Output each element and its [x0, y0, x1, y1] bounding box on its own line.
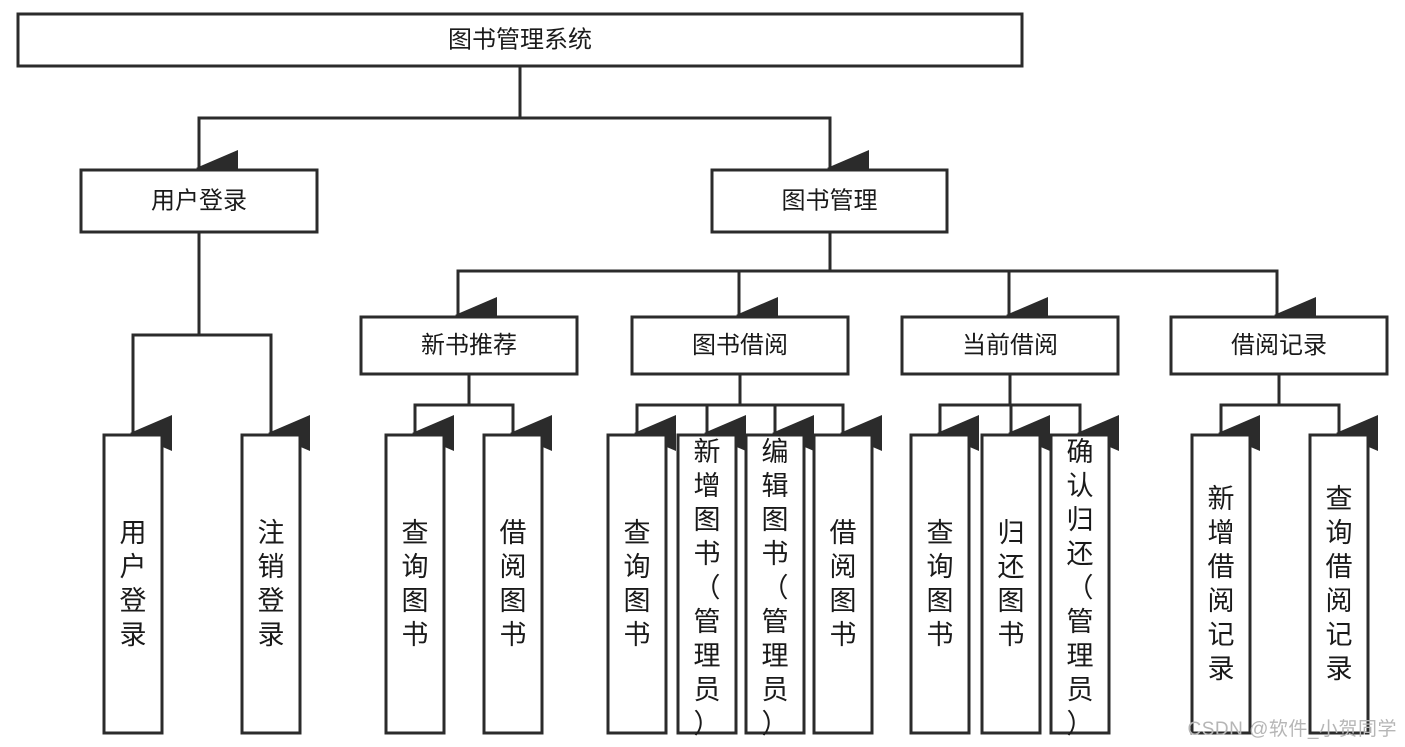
leaf-box-leaf-return-book	[980, 433, 1042, 735]
leaf-label-leaf-confirm-return-admin: 确认归还（管理员）	[1067, 437, 1094, 739]
leaf-leaf-logout[interactable]: 注销登录	[240, 433, 302, 735]
leaf-label-leaf-query-borrow-record: 查询借阅记录	[1326, 484, 1353, 684]
leaf-box-leaf-query-book-2	[606, 433, 668, 735]
leaf-leaf-user-login[interactable]: 用户登录	[102, 433, 164, 735]
leaf-box-leaf-query-borrow-record	[1308, 433, 1370, 735]
leaf-label-leaf-add-borrow-record: 新增借阅记录	[1208, 484, 1235, 684]
node-box-book-borrow	[630, 315, 850, 376]
leaf-label-leaf-query-book-3: 查询图书	[927, 518, 954, 650]
leaf-label-leaf-logout: 注销登录	[258, 518, 285, 650]
connector-layer	[130, 64, 1378, 451]
leaf-leaf-query-book-2[interactable]: 查询图书	[606, 433, 668, 735]
leaf-box-leaf-borrow-book-2	[812, 433, 874, 735]
node-label-current-borrow: 当前借阅	[962, 332, 1058, 359]
leaf-box-leaf-edit-book-admin	[744, 433, 806, 735]
node-new-book-recommend[interactable]: 新书推荐	[359, 315, 579, 376]
leaf-leaf-return-book[interactable]: 归还图书	[980, 433, 1042, 735]
node-user-login[interactable]: 用户登录	[79, 168, 319, 234]
leaf-leaf-borrow-book-1[interactable]: 借阅图书	[482, 433, 544, 735]
leaf-leaf-confirm-return-admin[interactable]: 确认归还（管理员）	[1049, 433, 1111, 739]
node-label-book-borrow: 图书借阅	[692, 332, 788, 359]
leaf-box-leaf-user-login	[102, 433, 164, 735]
watermark-csdn: CSDN @软件_小贺同学	[1187, 719, 1397, 740]
leaf-label-leaf-user-login: 用户登录	[120, 518, 147, 650]
node-label-new-book-recommend: 新书推荐	[421, 332, 517, 359]
leaf-box-leaf-add-book-admin	[676, 433, 738, 735]
node-book-borrow[interactable]: 图书借阅	[630, 315, 850, 376]
leaf-leaf-add-book-admin[interactable]: 新增图书（管理员）	[676, 433, 738, 739]
node-label-root: 图书管理系统	[448, 26, 592, 53]
leaf-leaf-edit-book-admin[interactable]: 编辑图书（管理员）	[744, 433, 806, 739]
node-current-borrow[interactable]: 当前借阅	[900, 315, 1120, 376]
node-label-borrow-record: 借阅记录	[1231, 332, 1327, 359]
leaf-label-leaf-edit-book-admin: 编辑图书（管理员）	[762, 437, 789, 739]
leaf-box-leaf-query-book-3	[909, 433, 971, 735]
node-box-borrow-record	[1169, 315, 1389, 376]
leaf-box-leaf-confirm-return-admin	[1049, 433, 1111, 735]
leaf-label-leaf-borrow-book-1: 借阅图书	[500, 518, 527, 650]
leaf-box-leaf-logout	[240, 433, 302, 735]
node-root[interactable]: 图书管理系统	[16, 12, 1024, 68]
leaf-label-leaf-add-book-admin: 新增图书（管理员）	[694, 437, 721, 739]
leaf-label-leaf-query-book-2: 查询图书	[624, 518, 651, 650]
leaf-label-leaf-return-book: 归还图书	[998, 518, 1025, 650]
node-box-user-login	[79, 168, 319, 234]
leaf-box-leaf-query-book-1	[384, 433, 446, 735]
node-box-book-manage	[710, 168, 949, 234]
leaf-leaf-add-borrow-record[interactable]: 新增借阅记录	[1190, 433, 1252, 735]
box-layer: 图书管理系统用户登录图书管理新书推荐图书借阅当前借阅借阅记录用户登录注销登录查询…	[16, 12, 1389, 739]
leaf-leaf-borrow-book-2[interactable]: 借阅图书	[812, 433, 874, 735]
leaf-label-leaf-query-book-1: 查询图书	[402, 518, 429, 650]
leaf-label-leaf-borrow-book-2: 借阅图书	[830, 518, 857, 650]
node-label-user-login: 用户登录	[151, 187, 247, 214]
leaf-leaf-query-book-1[interactable]: 查询图书	[384, 433, 446, 735]
leaf-box-leaf-add-borrow-record	[1190, 433, 1252, 735]
leaf-box-leaf-borrow-book-1	[482, 433, 544, 735]
leaf-leaf-query-book-3[interactable]: 查询图书	[909, 433, 971, 735]
node-label-book-manage: 图书管理	[782, 187, 878, 214]
node-box-current-borrow	[900, 315, 1120, 376]
node-borrow-record[interactable]: 借阅记录	[1169, 315, 1389, 376]
node-book-manage[interactable]: 图书管理	[710, 168, 949, 234]
node-box-root	[16, 12, 1024, 68]
node-box-new-book-recommend	[359, 315, 579, 376]
leaf-leaf-query-borrow-record[interactable]: 查询借阅记录	[1308, 433, 1370, 735]
